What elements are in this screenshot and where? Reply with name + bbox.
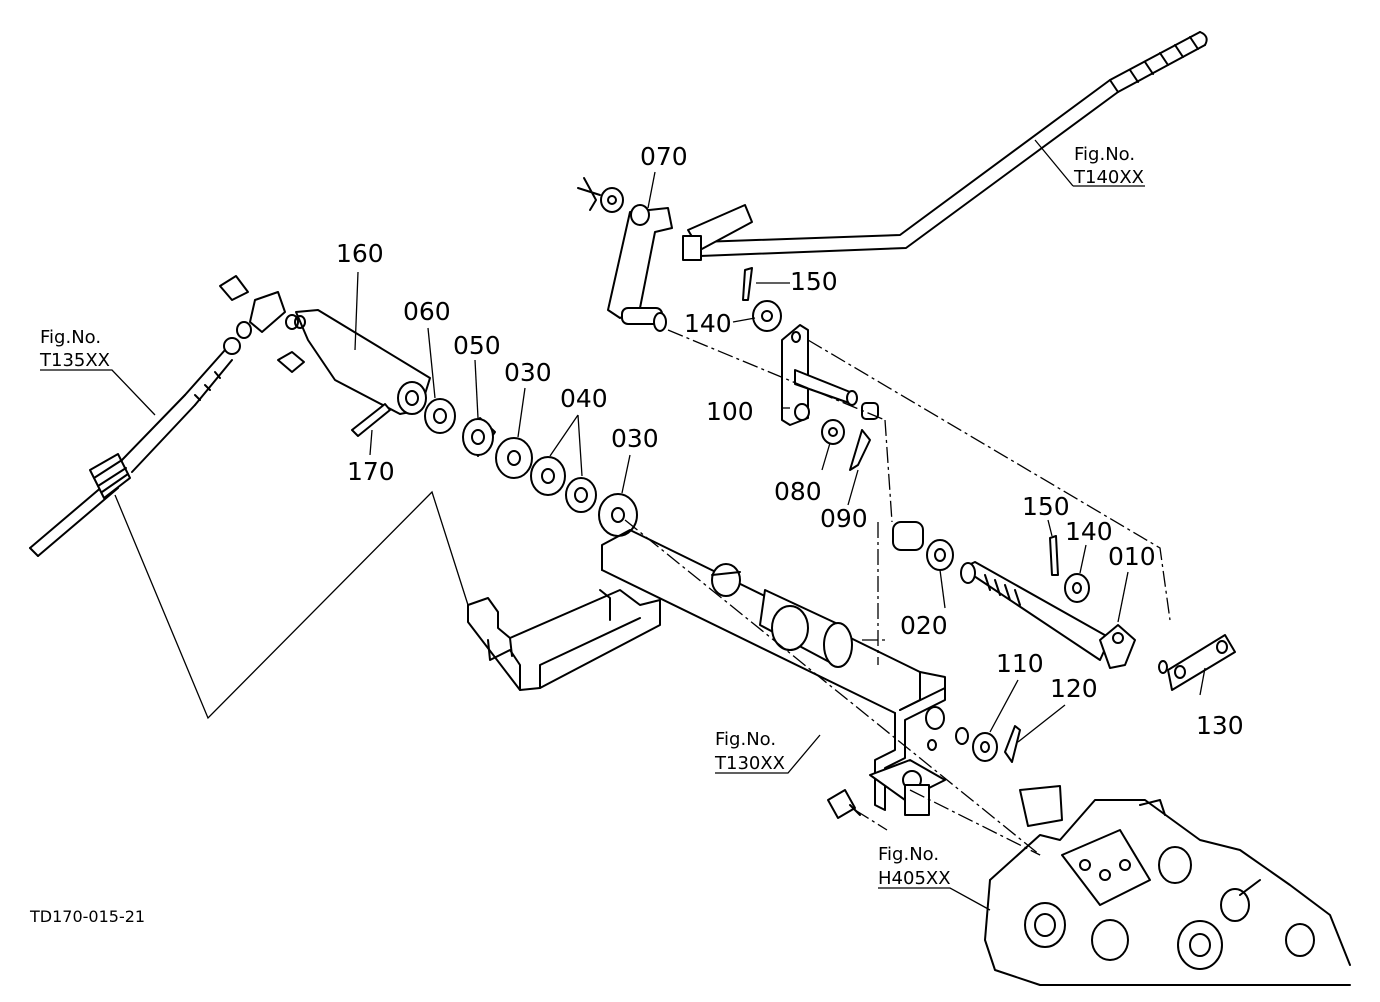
pedal-plate	[467, 589, 661, 691]
guide-lines	[624, 329, 1171, 856]
link-130	[1158, 634, 1236, 691]
washer-030-a	[495, 437, 533, 479]
fig-ref-t130-code: T130XX	[714, 753, 785, 774]
washer-040-a	[530, 456, 566, 496]
callout-090: 090	[820, 504, 868, 533]
callout-070: 070	[640, 142, 688, 171]
callout-170: 170	[347, 457, 395, 486]
callout-030-upper: 030	[504, 358, 552, 387]
pin-150-lower	[1049, 535, 1059, 576]
callout-130: 130	[1196, 711, 1244, 740]
fig-ref-h405-prefix: Fig.No.	[878, 844, 939, 865]
fig-ref-h405-code: H405XX	[878, 868, 951, 889]
callout-120: 120	[1050, 674, 1098, 703]
washer-140-upper	[752, 300, 782, 332]
washer-140-lower	[1064, 573, 1090, 603]
rod-assembly	[682, 31, 1208, 261]
callout-labels: 070 150 140 100 080 090 160 060 050 030 …	[336, 142, 1244, 740]
leader-lines	[40, 139, 1206, 911]
callout-060: 060	[403, 297, 451, 326]
callout-080: 080	[774, 477, 822, 506]
washer-040-b	[565, 477, 597, 513]
callout-020: 020	[900, 611, 948, 640]
callout-150-lower: 150	[1022, 492, 1070, 521]
lever-070	[577, 177, 673, 332]
arm-160	[294, 309, 431, 415]
drawing-code: TD170-015-21	[29, 907, 145, 926]
collar-020	[892, 521, 954, 571]
frame-bracket	[601, 529, 946, 816]
fig-ref-t135-code: T135XX	[39, 350, 110, 371]
collar-050	[462, 417, 496, 457]
shaft-010	[960, 561, 1136, 669]
washer-080	[821, 419, 845, 445]
callout-040: 040	[560, 384, 608, 413]
figure-references: Fig.No. T140XX Fig.No. T135XX Fig.No. T1…	[39, 144, 1144, 889]
washer-110	[955, 727, 998, 762]
callout-150-upper: 150	[790, 267, 838, 296]
valve-body	[984, 785, 1351, 986]
callout-110: 110	[996, 649, 1044, 678]
callout-010: 010	[1108, 542, 1156, 571]
clip-090	[849, 429, 871, 471]
fig-ref-t130-prefix: Fig.No.	[715, 729, 776, 750]
cable-assembly	[29, 275, 305, 557]
pin-120	[1004, 725, 1021, 763]
washer-030-b	[598, 493, 638, 537]
callout-100: 100	[706, 397, 754, 426]
bracket-100	[781, 324, 879, 426]
pin-150-upper	[742, 267, 753, 301]
fig-ref-t135-prefix: Fig.No.	[40, 327, 101, 348]
callout-140-upper: 140	[684, 309, 732, 338]
callout-160: 160	[336, 239, 384, 268]
callout-050: 050	[453, 331, 501, 360]
pin-170	[351, 403, 391, 437]
callout-030-lower: 030	[611, 424, 659, 453]
bolt	[827, 789, 861, 819]
fig-ref-t140-code: T140XX	[1073, 167, 1144, 188]
callout-140-lower: 140	[1065, 517, 1113, 546]
collar-060	[424, 398, 456, 434]
fig-ref-t140-prefix: Fig.No.	[1074, 144, 1135, 165]
